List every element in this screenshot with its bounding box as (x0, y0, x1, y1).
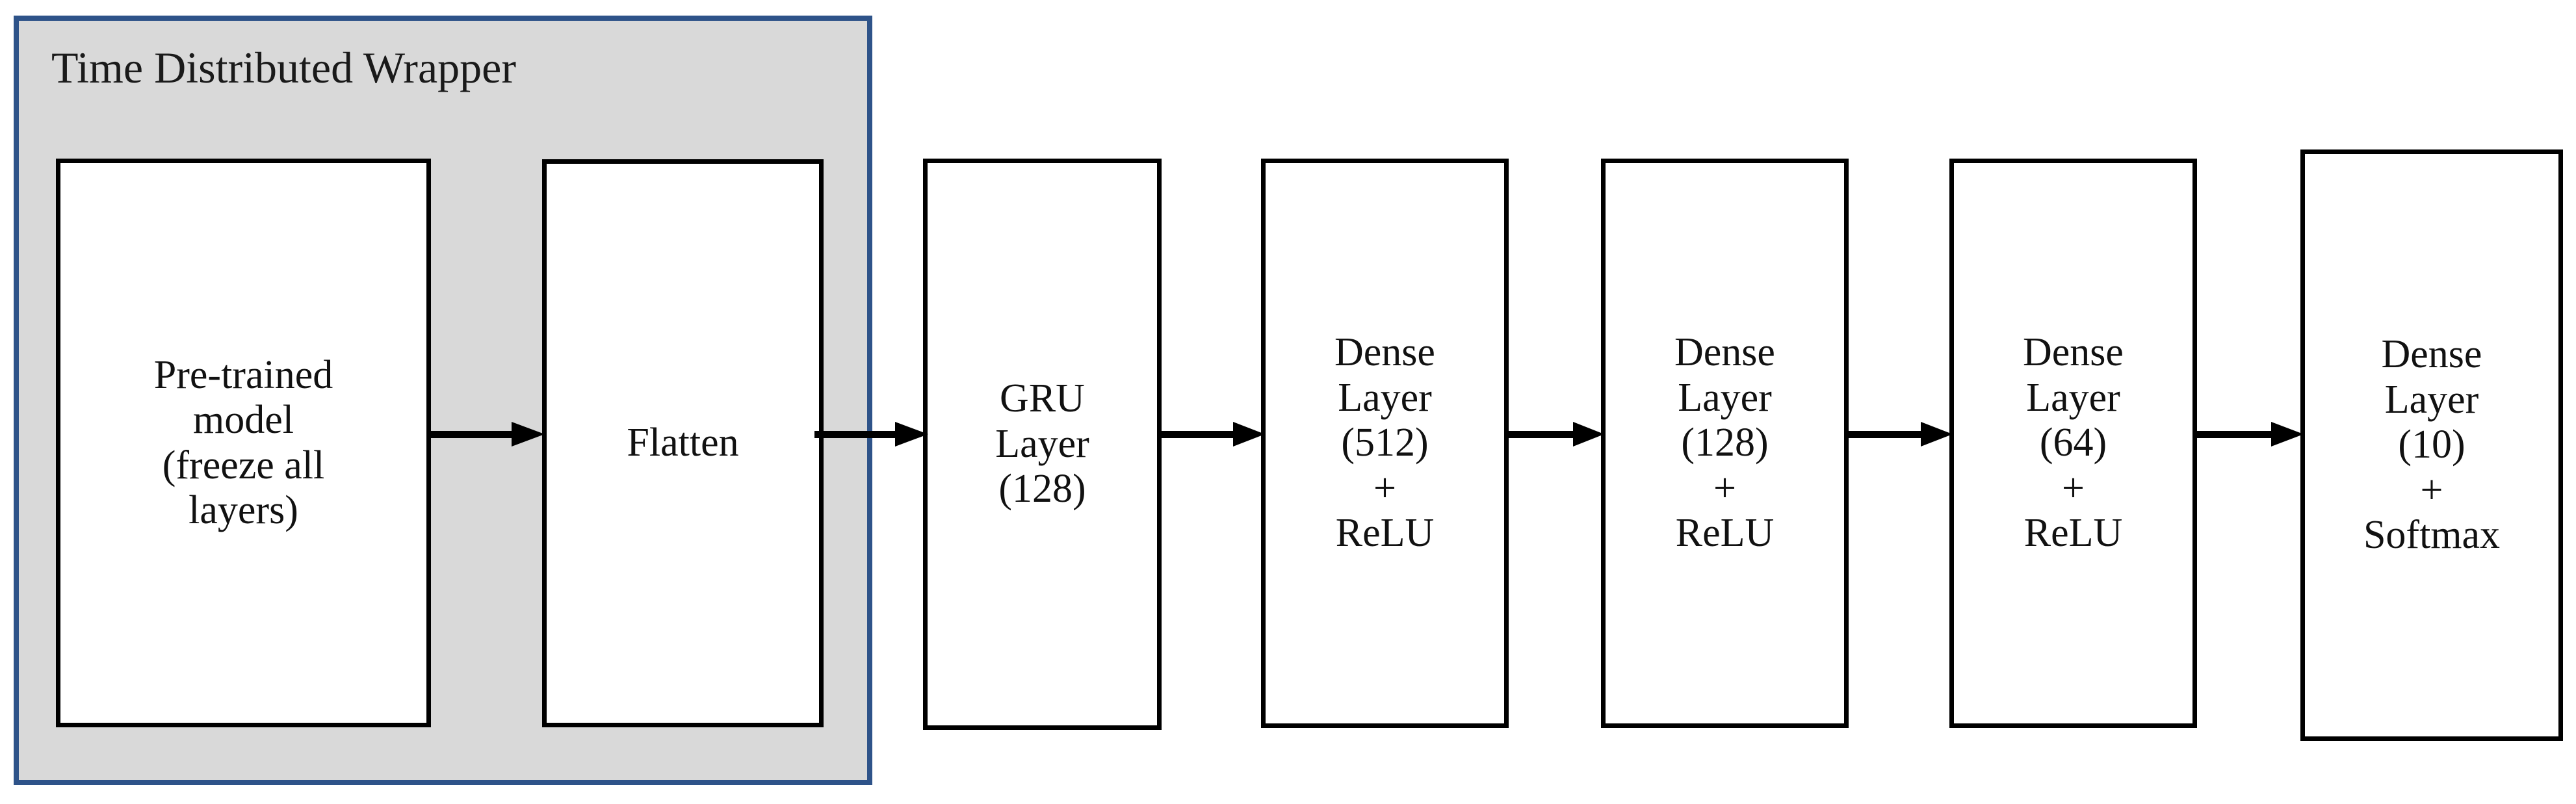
node-dense-layer-512-label: Dense Layer (512) + ReLU (1334, 330, 1435, 556)
node-dense-layer-512: Dense Layer (512) + ReLU (1261, 159, 1509, 728)
node-dense-layer-128: Dense Layer (128) + ReLU (1601, 159, 1849, 728)
node-dense-layer-64: Dense Layer (64) + ReLU (1949, 159, 2197, 728)
node-dense-layer-64-label: Dense Layer (64) + ReLU (2023, 330, 2124, 556)
node-pretrained-model: Pre-trained model (freeze all layers) (56, 159, 431, 727)
node-gru-layer: GRU Layer (128) (923, 159, 1162, 730)
node-dense-layer-128-label: Dense Layer (128) + ReLU (1674, 330, 1775, 556)
node-gru-layer-label: GRU Layer (128) (995, 376, 1089, 512)
arrow-right-icon (1159, 420, 1265, 448)
arrow-right-icon (1507, 420, 1604, 448)
arrow-right-icon (431, 420, 545, 448)
node-flatten: Flatten (542, 159, 824, 727)
arrow-right-icon (814, 420, 928, 448)
arrow-right-icon (1847, 420, 1953, 448)
arrow-right-icon (2195, 420, 2304, 448)
wrapper-title: Time Distributed Wrapper (51, 43, 516, 92)
node-dense-layer-10-softmax-label: Dense Layer (10) + Softmax (2363, 332, 2501, 558)
node-flatten-label: Flatten (627, 421, 739, 465)
node-dense-layer-10-softmax: Dense Layer (10) + Softmax (2300, 149, 2563, 741)
node-pretrained-model-label: Pre-trained model (freeze all layers) (153, 352, 333, 532)
